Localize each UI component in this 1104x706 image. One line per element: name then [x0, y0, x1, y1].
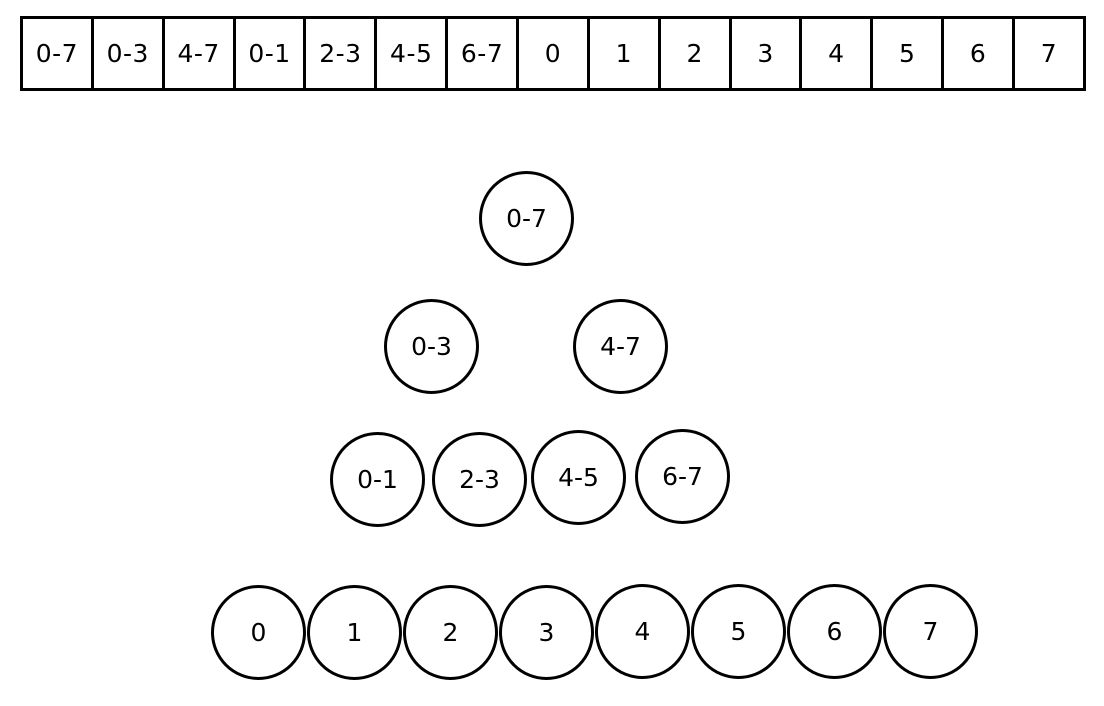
array-cell-9: 2 — [661, 19, 732, 88]
tree-leaf-2: 2 — [403, 585, 498, 680]
tree-node-level2-3: 6-7 — [635, 429, 730, 524]
array-cell-3: 0-1 — [236, 19, 307, 88]
tree-node-level1-1: 4-7 — [573, 299, 668, 394]
tree-node-level2-2: 4-5 — [531, 430, 626, 525]
tree-node-level2-1: 2-3 — [432, 432, 527, 527]
array-cell-6: 6-7 — [448, 19, 520, 88]
array-cell-2: 4-7 — [165, 19, 236, 88]
array-cell-7: 0 — [519, 19, 590, 88]
tree-leaf-4: 4 — [595, 584, 690, 679]
tree-leaf-0: 0 — [211, 585, 306, 680]
array-cell-4: 2-3 — [306, 19, 378, 88]
array-cell-5: 4-5 — [377, 19, 449, 88]
tree-node-level2-0: 0-1 — [330, 432, 425, 527]
tree-leaf-7: 7 — [883, 584, 978, 679]
array-cell-11: 4 — [802, 19, 874, 88]
array-cell-1: 0-3 — [94, 19, 165, 88]
segment-tree-array: 0-7 0-3 4-7 0-1 2-3 4-5 6-7 0 1 2 3 4 5 … — [20, 16, 1086, 91]
array-cell-12: 5 — [873, 19, 945, 88]
tree-leaf-6: 6 — [787, 584, 882, 679]
tree-node-root: 0-7 — [479, 171, 574, 266]
array-cell-14: 7 — [1040, 39, 1058, 68]
tree-leaf-3: 3 — [499, 585, 594, 680]
array-cell-13: 6 — [944, 19, 1016, 88]
array-cell-0: 0-7 — [23, 19, 94, 88]
tree-leaf-5: 5 — [691, 584, 786, 679]
tree-leaf-1: 1 — [307, 585, 402, 680]
array-cell-10: 3 — [732, 19, 803, 88]
array-cell-8: 1 — [590, 19, 661, 88]
tree-node-level1-0: 0-3 — [384, 299, 479, 394]
